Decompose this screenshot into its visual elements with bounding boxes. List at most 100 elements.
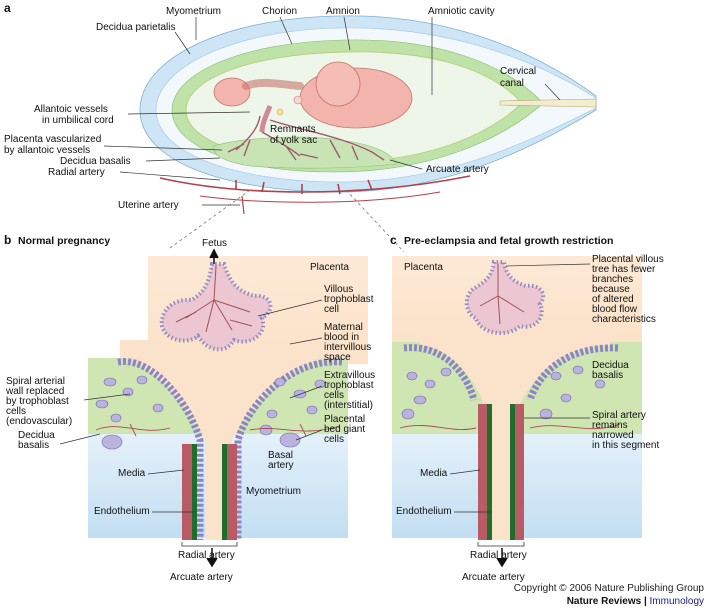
label-media-b: Media [118, 468, 146, 479]
panel-a: a [4, 1, 597, 253]
panel-a-letter: a [4, 1, 11, 15]
panel-a-leaders [103, 16, 561, 206]
label-extravillous-3: cells [324, 390, 344, 401]
label-spiral-b-2: wall replaced [5, 386, 64, 397]
label-maternal-1: Maternal [324, 322, 363, 333]
label-extravillous-2: trophoblast [324, 380, 374, 391]
panel-a-labels: Myometrium Chorion Amnion Amniotic cavit… [4, 6, 536, 211]
label-decidua-parietalis: Decidua parietalis [96, 22, 176, 33]
label-arcuate-artery-b: Arcuate artery [170, 572, 233, 583]
label-allantoic-2: in umbilical cord [42, 115, 114, 126]
arcuate-arrow-c [496, 548, 508, 568]
label-villous-c-4: because [592, 284, 630, 295]
label-extravillous-4: (interstitial) [324, 400, 373, 411]
label-villous-c-2: tree has fewer [592, 264, 656, 275]
arcuate-arrow-b [206, 548, 218, 568]
label-giant-1: Placental [324, 414, 365, 425]
label-allantoic-1: Allantoic vessels [34, 104, 108, 115]
label-placenta-c: Placenta [404, 262, 443, 273]
label-decidua-b-1: Decidua [18, 430, 55, 441]
label-spiral-b-1: Spiral arterial [6, 376, 65, 387]
label-spiral-c-4: in this segment [592, 440, 659, 451]
label-placenta-vasc-2: by allantoic vessels [4, 145, 90, 156]
label-maternal-3: intervillous [324, 342, 371, 353]
label-arcuate-artery-c: Arcuate artery [462, 572, 525, 583]
journal-name: Nature Reviews [567, 596, 642, 607]
panel-c-title: Pre-eclampsia and fetal growth restricti… [404, 235, 613, 247]
decidual-vessels-c [399, 423, 621, 430]
label-villous-c-1: Placental villous [592, 254, 664, 265]
label-giant-3: cells [324, 434, 344, 445]
label-spiral-c-3: narrowed [592, 430, 634, 441]
maternal-arteries-a [159, 175, 471, 215]
yolk-sac-remnant [276, 108, 284, 116]
label-villous-c-6: blood flow [592, 304, 638, 315]
label-spiral-b-4: cells [6, 406, 26, 417]
decidual-vessels-b [95, 423, 341, 437]
label-spiral-b-3: by trophoblast [6, 396, 69, 407]
cervical-canal [499, 98, 597, 108]
fetus-a [213, 61, 413, 129]
label-endothelium-c: Endothelium [396, 506, 452, 517]
label-villous-c-3: branches [592, 274, 633, 285]
panel-b-labels: Fetus Placenta Villous trophoblast cell … [5, 238, 375, 583]
villous-tree-b [159, 262, 273, 352]
zoom-guide-lines [169, 189, 405, 253]
panel-b-letter: b [4, 233, 11, 247]
journal-section: Immunology [650, 596, 704, 607]
placenta-villi-a [227, 115, 385, 161]
label-radial-artery-a: Radial artery [48, 167, 105, 178]
label-amnion: Amnion [326, 6, 360, 17]
label-radial-artery-b: Radial artery [178, 550, 235, 561]
panel-c-leaders [449, 263, 591, 513]
label-arcuate-artery-a: Arcuate artery [426, 164, 489, 175]
label-yolk-1: Remnants [270, 124, 316, 135]
villous-tree-c [464, 260, 546, 335]
label-decidua-c-2: basalis [592, 370, 623, 381]
label-placenta-b: Placenta [310, 262, 349, 273]
label-chorion: Chorion [262, 6, 297, 17]
label-spiral-c-1: Spiral artery [592, 410, 646, 421]
label-yolk-2: of yolk sac [270, 135, 317, 146]
label-cervical-canal-2: canal [500, 78, 524, 89]
panel-b: b Normal pregnancy [4, 233, 375, 583]
trophoblast-cells-b [95, 375, 326, 450]
label-villous-b-3: cell [324, 304, 339, 315]
placenta-a [213, 136, 397, 169]
label-basal-1: Basal [268, 450, 293, 461]
label-myometrium-a: Myometrium [166, 6, 221, 17]
label-villous-b-1: Villous [324, 284, 353, 295]
artery-wall-b [182, 444, 237, 540]
radial-bracket-b [181, 542, 238, 547]
panel-c: c Pre-eclampsia and fetal growth restric… [390, 233, 664, 583]
label-myometrium-b: Myometrium [246, 486, 301, 497]
trophoblast-cells-c [401, 365, 606, 420]
panel-c-labels: Placenta Placental villous tree has fewe… [396, 254, 664, 583]
label-basal-2: artery [268, 460, 294, 471]
spiral-wall-b [117, 358, 343, 540]
label-villous-b-2: trophoblast [324, 294, 374, 305]
label-decidua-basalis-a: Decidua basalis [60, 156, 131, 167]
label-placenta-vasc-1: Placenta vascularized [4, 134, 101, 145]
label-endothelium-b: Endothelium [94, 506, 150, 517]
panel-b-title: Normal pregnancy [18, 235, 110, 247]
label-cervical-canal-1: Cervical [500, 66, 536, 77]
footer: Copyright © 2006 Nature Publishing Group… [514, 583, 705, 607]
label-giant-2: bed giant [324, 424, 365, 435]
label-extravillous-1: Extravillous [324, 370, 375, 381]
label-maternal-4: space [324, 352, 351, 363]
label-media-c: Media [420, 468, 448, 479]
label-villous-c-7: characteristics [592, 314, 656, 325]
spiral-wall-c [403, 344, 619, 402]
label-villous-c-5: of altered [592, 294, 634, 305]
label-decidua-b-2: basalis [18, 440, 49, 451]
copyright-text: Copyright © 2006 Nature Publishing Group [514, 583, 705, 594]
label-fetus: Fetus [202, 238, 227, 249]
label-radial-artery-c: Radial artery [470, 550, 527, 561]
label-decidua-c-1: Decidua [592, 360, 629, 371]
journal-line: Nature Reviews | Immunology [567, 596, 704, 607]
label-spiral-c-2: remains [592, 420, 628, 431]
label-amniotic-cavity: Amniotic cavity [428, 6, 495, 17]
umbilical-cord [259, 105, 273, 133]
